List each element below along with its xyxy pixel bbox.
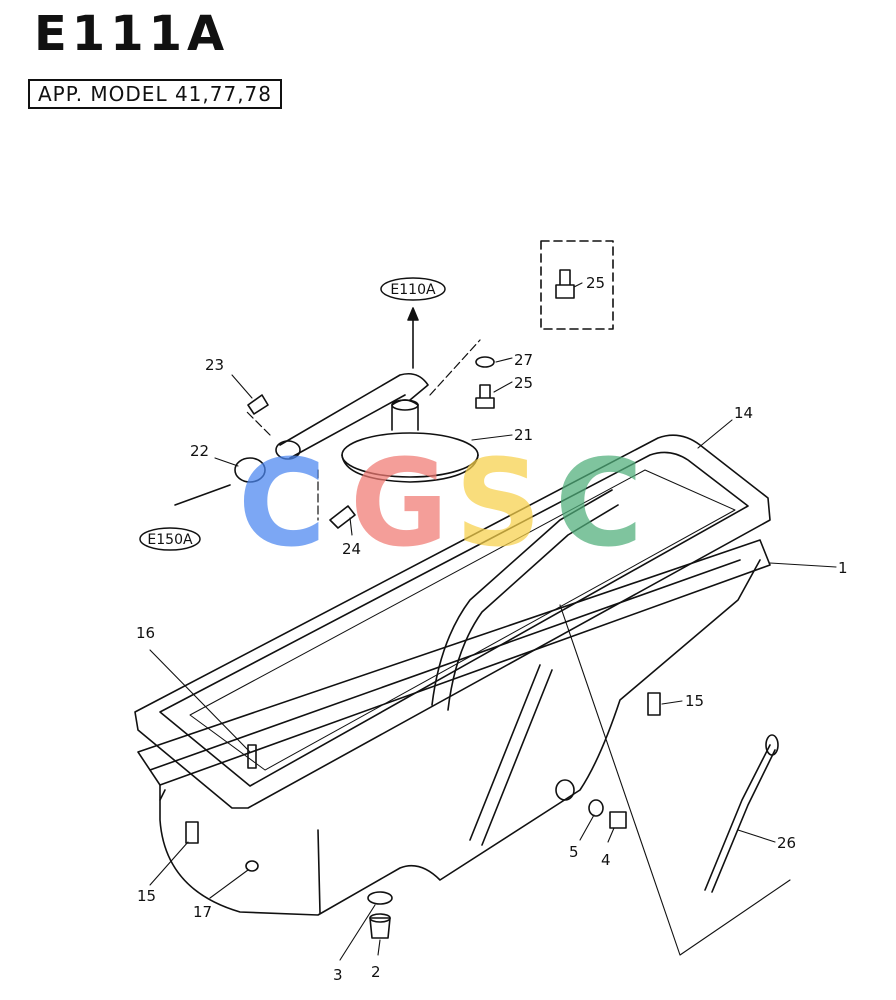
stud-16	[247, 744, 257, 769]
callout-21: 21	[514, 426, 533, 444]
ref-e150a: E150A	[139, 527, 201, 551]
plug-15-left	[185, 821, 199, 844]
callout-5: 5	[569, 843, 579, 861]
inset-box	[540, 240, 614, 330]
bolt-24	[329, 505, 356, 529]
gasket-22	[234, 457, 266, 483]
watermark-letter-g: G	[350, 435, 449, 574]
suction-pipe	[431, 489, 613, 706]
callout-25-inset: 25	[586, 274, 605, 292]
plug-17	[245, 860, 259, 872]
callout-2: 2	[371, 963, 381, 981]
callout-26: 26	[777, 834, 796, 852]
callout-14: 14	[734, 404, 753, 422]
watermark-letter-s: S	[455, 435, 541, 574]
drain-plug	[369, 917, 391, 939]
washer-27	[475, 356, 495, 368]
bolt-25	[475, 384, 495, 409]
svg-text:E150A: E150A	[147, 532, 193, 548]
watermark-letter-c2: C	[555, 435, 643, 574]
watermark-letter-c1: C	[238, 435, 326, 574]
ref-e110a: E110A	[380, 277, 446, 301]
dipstick-guide	[469, 664, 553, 846]
callout-4: 4	[601, 851, 611, 869]
callout-16: 16	[136, 624, 155, 642]
callout-22: 22	[190, 442, 209, 460]
callout-1: 1	[838, 559, 848, 577]
page-title: E111A	[34, 6, 230, 62]
callout-15-right: 15	[685, 692, 704, 710]
boss	[555, 779, 575, 801]
bolt-25-inset	[555, 269, 575, 299]
callout-25: 25	[514, 374, 533, 392]
dipstick	[704, 744, 776, 893]
oil-strainer	[275, 372, 479, 483]
bolt-23	[247, 394, 269, 415]
watermark: C G S C	[238, 435, 643, 574]
callout-24: 24	[342, 540, 361, 558]
svg-text:E110A: E110A	[390, 282, 436, 298]
callouts: 1 2 3 4 5 14 15 15 16 17 21 22 23 24 25 …	[136, 274, 848, 984]
washer-5	[588, 799, 604, 817]
callout-23: 23	[205, 356, 224, 374]
oil-pan	[137, 539, 771, 916]
plug-4	[609, 811, 627, 829]
plug-15-right	[647, 692, 661, 716]
pan-gasket	[134, 434, 771, 809]
callout-17: 17	[193, 903, 212, 921]
callout-15-left: 15	[137, 887, 156, 905]
callout-27: 27	[514, 351, 533, 369]
callout-3: 3	[333, 966, 343, 984]
app-model-label: APP. MODEL 41,77,78	[28, 79, 282, 109]
drain-washer	[367, 891, 393, 905]
